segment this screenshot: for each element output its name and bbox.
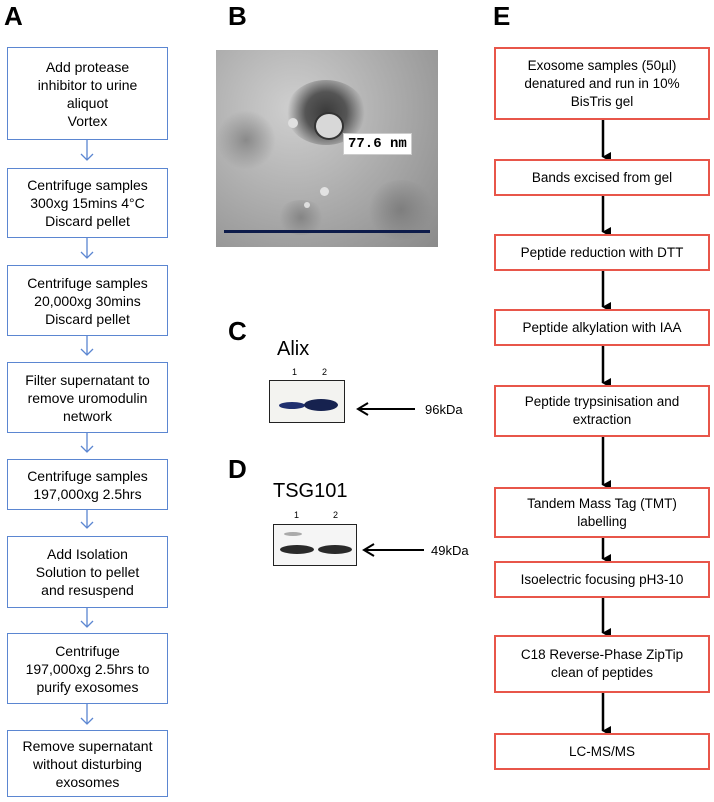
- blot-d-lane-1: 1: [294, 510, 300, 520]
- vesicle-dot: [304, 202, 310, 208]
- scale-bar: [224, 230, 430, 233]
- blot-c-title: Alix: [277, 338, 310, 360]
- blot-d-band-1: [280, 545, 314, 554]
- flow-e-step: Peptide reduction with DTT: [494, 234, 710, 271]
- flow-e-step: Exosome samples (50µl)denatured and run …: [494, 47, 710, 120]
- vesicle-dot: [320, 187, 329, 196]
- background-stain: [276, 200, 326, 235]
- blot-d-faint-band: [284, 532, 302, 536]
- vesicle-dot: [288, 118, 298, 128]
- em-size-label: 77.6 nm: [343, 133, 412, 155]
- exosome-membrane: [314, 112, 344, 140]
- flow-e-step: Bands excised from gel: [494, 159, 710, 196]
- blot-c-lane-2: 2: [322, 367, 328, 377]
- blot-d-lane-2: 2: [333, 510, 339, 520]
- blot-c-lane-1: 1: [292, 367, 298, 377]
- flow-e-step: LC-MS/MS: [494, 733, 710, 770]
- blot-marker-arrows: [356, 402, 424, 557]
- panel-label-d: D: [228, 454, 247, 484]
- blot-c-band-1: [279, 402, 305, 409]
- blot-c-marker: 96kDa: [425, 402, 463, 417]
- blot-d-membrane: [273, 524, 357, 566]
- blot-d-band-2: [318, 545, 352, 554]
- panel-label-b: B: [228, 1, 247, 31]
- panel-label-c: C: [228, 316, 247, 346]
- flow-e-step: Isoelectric focusing pH3-10: [494, 561, 710, 598]
- blot-d-title: TSG101: [273, 480, 348, 502]
- flow-e-step: Tandem Mass Tag (TMT)labelling: [494, 487, 710, 538]
- panel-label-e: E: [493, 1, 511, 31]
- panel-label-a: A: [4, 1, 23, 31]
- blot-c-band-2: [304, 399, 338, 411]
- flow-e-step: Peptide alkylation with IAA: [494, 309, 710, 346]
- blot-c-membrane: [269, 380, 345, 423]
- blot-d-marker: 49kDa: [431, 543, 469, 558]
- flow-a-arrows: [80, 140, 94, 725]
- em-micrograph: 77.6 nm: [216, 50, 438, 247]
- background-stain: [216, 110, 276, 170]
